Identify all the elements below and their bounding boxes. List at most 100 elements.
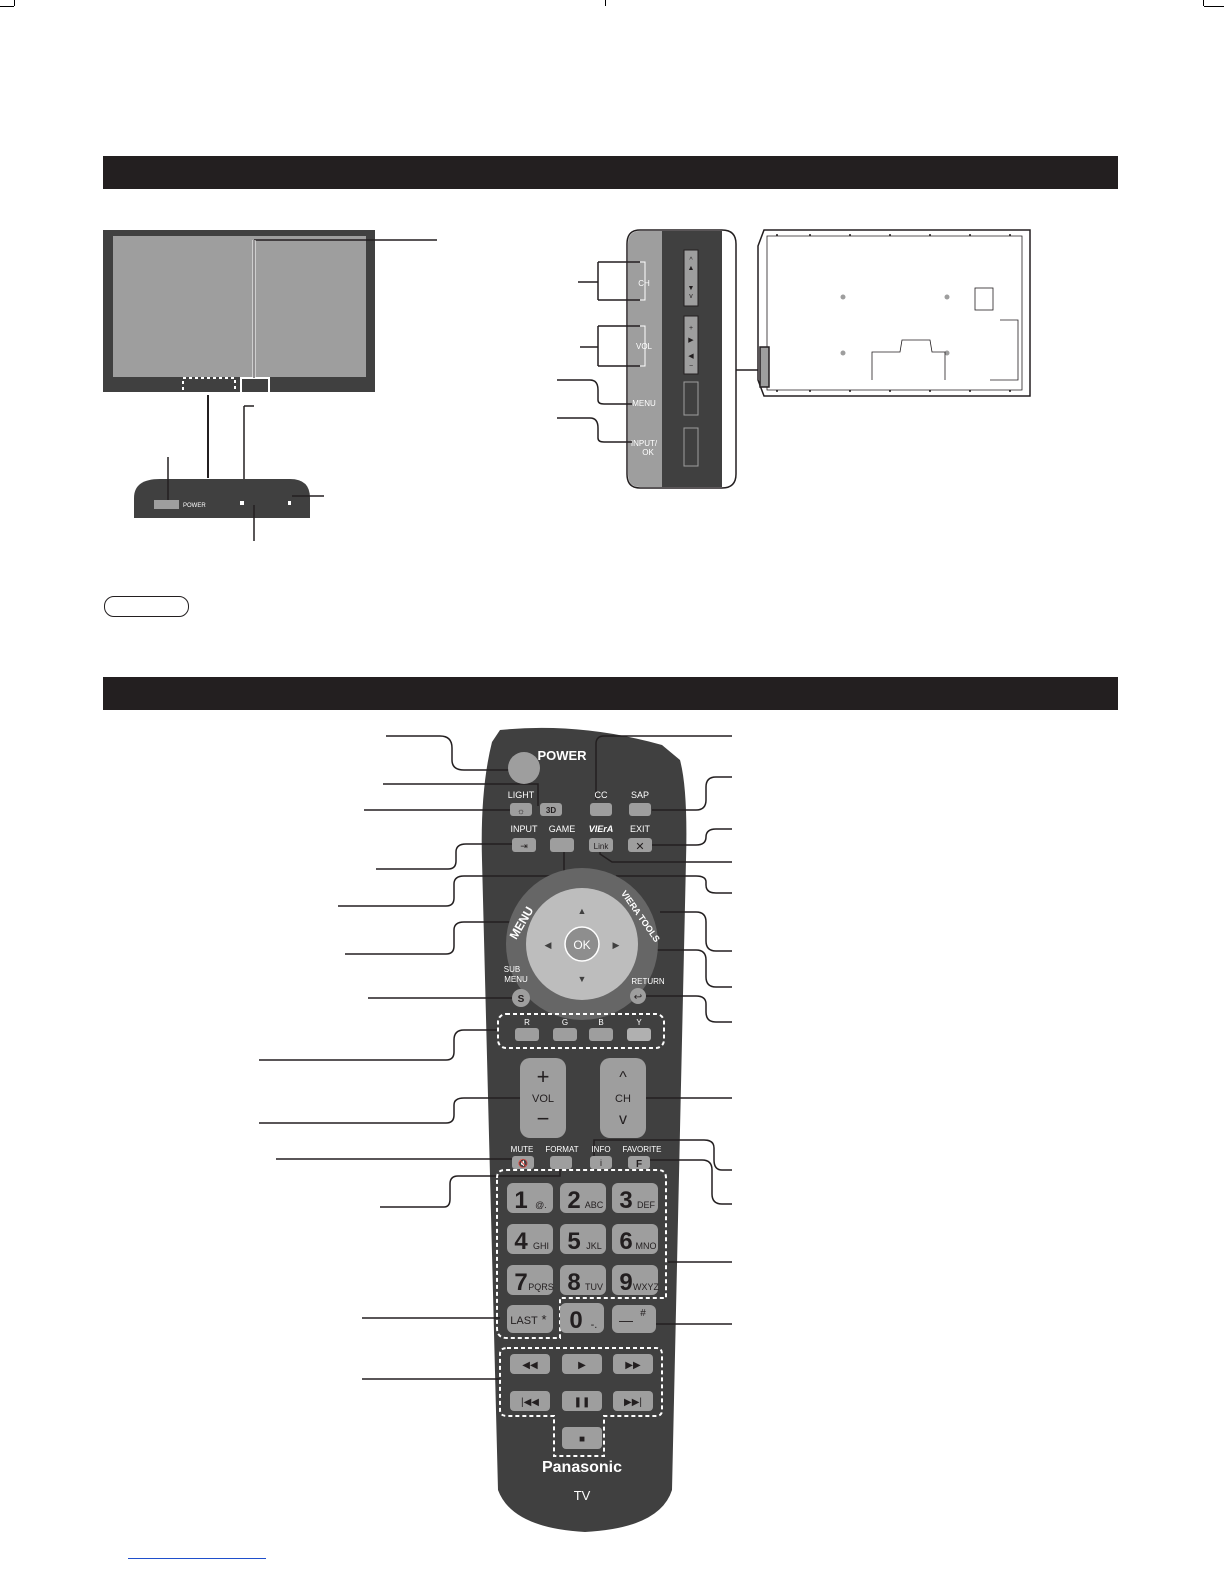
svg-text:✕: ✕ <box>635 841 644 853</box>
game-label: GAME <box>549 824 576 834</box>
key-3-button <box>612 1183 658 1213</box>
sub-menu-label: SUB <box>504 965 520 974</box>
key-0-label: 0 <box>569 1307 582 1334</box>
tv-power-label: POWER <box>183 503 206 509</box>
cc-label: CC <box>595 790 608 800</box>
format-label: FORMAT <box>545 1145 578 1154</box>
key-5-button <box>560 1224 606 1254</box>
s-label: S <box>518 994 525 1005</box>
svg-text:⇥: ⇥ <box>520 841 528 851</box>
key-9-button <box>612 1265 658 1295</box>
key-6-label: 6 <box>619 1228 632 1255</box>
ch-label: CH <box>638 279 650 288</box>
key-2-sub-label: ABC <box>585 1200 604 1210</box>
key-9-label: 9 <box>619 1269 632 1296</box>
svg-text:▶: ▶ <box>578 1360 586 1371</box>
f-label: F <box>636 1159 642 1170</box>
svg-text:|◀◀: |◀◀ <box>521 1397 539 1408</box>
key-1-label: 1 <box>514 1187 527 1214</box>
svg-text:▶: ▶ <box>688 337 694 344</box>
section-header-bar <box>103 156 1118 189</box>
key-8-sub-label: TUV <box>585 1282 603 1292</box>
key-6-button <box>612 1224 658 1254</box>
key-4-label: 4 <box>514 1228 528 1255</box>
hash-label: # <box>640 1308 646 1319</box>
svg-text:■: ■ <box>579 1434 585 1445</box>
light-label: LIGHT <box>508 790 535 800</box>
crop-mark <box>14 0 15 6</box>
svg-text:☼: ☼ <box>517 806 525 816</box>
key-1-sub-label: @. <box>535 1200 547 1210</box>
input-label: INPUT <box>511 824 539 834</box>
section-header-bar <box>103 677 1118 710</box>
tv-front-diagram: POWER <box>103 230 437 541</box>
key-4-sub-label: GHI <box>533 1241 549 1251</box>
key-5-sub-label: JKL <box>586 1241 602 1251</box>
svg-text:−: − <box>689 363 693 370</box>
remote-diagram: POWER LIGHT ☼ 3D CC SAP INPUT ⇥ GAME VIE… <box>259 727 732 1532</box>
exit-label: EXIT <box>630 824 651 834</box>
svg-text:◀: ◀ <box>688 353 694 360</box>
svg-text:▼: ▼ <box>688 285 695 292</box>
svg-text:▶: ▶ <box>613 940 620 950</box>
color-g-label: G <box>562 1018 568 1027</box>
key-8-button <box>560 1265 606 1295</box>
svg-text:▲: ▲ <box>578 906 587 916</box>
key-0-sub-label: -. <box>591 1319 598 1331</box>
remote-vol-label: VOL <box>532 1093 554 1105</box>
vol-label: VOL <box>636 342 653 351</box>
svg-text:◀◀: ◀◀ <box>522 1360 538 1371</box>
crop-mark <box>0 6 14 7</box>
svg-text:↩: ↩ <box>634 992 642 1003</box>
dash-label: — <box>619 1312 633 1328</box>
svg-text:▼: ▼ <box>578 974 587 984</box>
color-y-label: Y <box>636 1018 642 1027</box>
crop-mark <box>1204 6 1224 7</box>
svg-text:^: ^ <box>619 1069 627 1086</box>
svg-text:−: − <box>537 1106 550 1131</box>
key-7-sub-label: PQRS <box>528 1282 554 1292</box>
note-badge <box>104 596 189 617</box>
ok-label: OK <box>573 938 590 952</box>
info-label: INFO <box>591 1145 610 1154</box>
favorite-label: FAVORITE <box>623 1145 662 1154</box>
key-4-button <box>507 1224 553 1254</box>
key-8-label: 8 <box>567 1269 580 1296</box>
sap-label: SAP <box>631 790 649 800</box>
input-ok-label-2: OK <box>642 448 654 457</box>
svg-text:◀: ◀ <box>545 940 552 950</box>
key-2-button <box>560 1183 606 1213</box>
key-2-label: 2 <box>567 1187 580 1214</box>
key-7-button <box>507 1265 553 1295</box>
svg-text:▶▶: ▶▶ <box>625 1360 641 1371</box>
remote-ch-label: CH <box>615 1093 631 1105</box>
last-label: LAST <box>510 1315 538 1327</box>
svg-text:^: ^ <box>689 257 693 264</box>
svg-text:🔇: 🔇 <box>518 1158 528 1168</box>
crop-mark <box>1203 0 1204 6</box>
svg-text:+: + <box>537 1064 550 1089</box>
color-b-label: B <box>598 1018 603 1027</box>
color-r-label: R <box>524 1018 530 1027</box>
3d-label: 3D <box>546 806 556 815</box>
side-control-panel: ^ ▲ ▼ v + ▶ ◀ − CH VOL MENU INPUT/ OK <box>557 229 762 489</box>
crop-mark <box>605 0 606 6</box>
key-1-button <box>507 1183 553 1213</box>
svg-text:i: i <box>600 1158 602 1168</box>
key-5-label: 5 <box>567 1228 580 1255</box>
model-label: TV <box>574 1488 591 1503</box>
tv-back-diagram <box>757 229 1031 397</box>
svg-text:▲: ▲ <box>688 265 695 272</box>
svg-text:v: v <box>619 1111 627 1128</box>
input-ok-label: INPUT/ <box>631 439 658 448</box>
brand-logo: Panasonic <box>542 1459 622 1476</box>
return-label: RETURN <box>631 977 665 986</box>
svg-text:❚❚: ❚❚ <box>574 1397 591 1408</box>
svg-text:+: + <box>689 325 693 332</box>
last-star-label: * <box>541 1312 546 1327</box>
link-label: Link <box>594 842 610 851</box>
viera-label: VIErA <box>589 824 614 834</box>
svg-text:v: v <box>689 293 693 300</box>
key-6-sub-label: MNO <box>636 1241 657 1251</box>
